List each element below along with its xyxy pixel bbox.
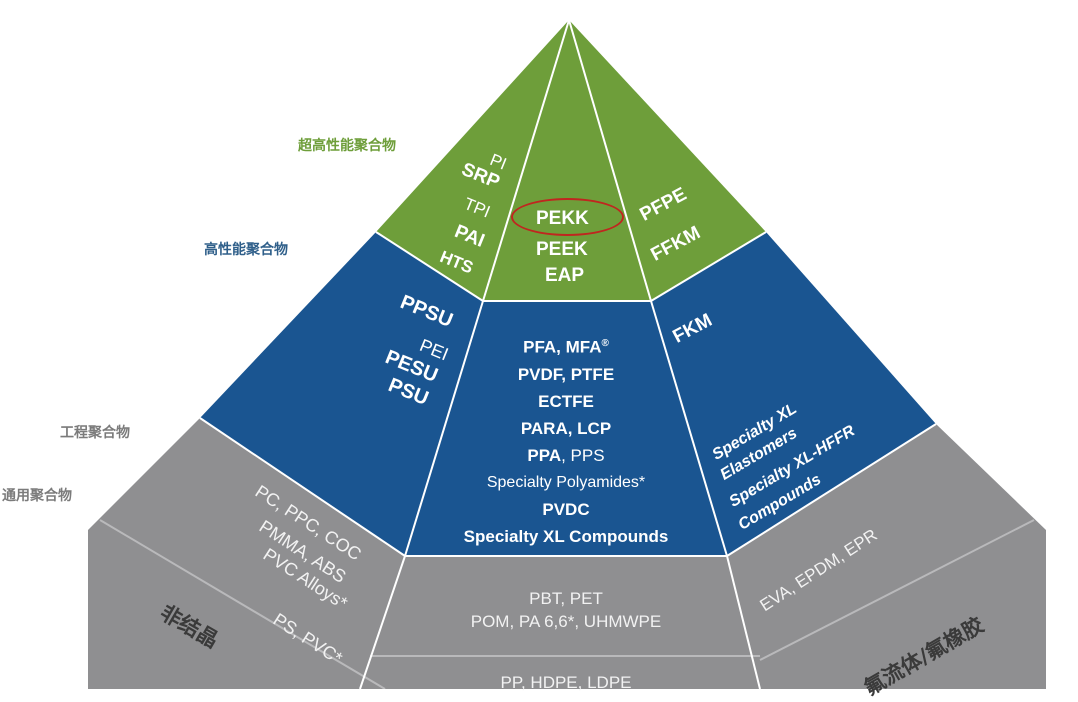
polymer-ectfe: ECTFE: [538, 391, 594, 411]
pekk-highlight-ellipse: [511, 198, 624, 236]
polymer-pvdc: PVDC: [542, 499, 590, 519]
blue-center-list: PFA, MFA® PVDF, PTFE ECTFE PARA, LCP PPA…: [415, 330, 717, 550]
polymer-specialty-xl-compounds: Specialty XL Compounds: [463, 526, 669, 546]
tier-label-ultra: 超高性能聚合物: [298, 138, 396, 154]
tier-label-general: 通用聚合物: [2, 488, 72, 504]
polymer-ppa-pps: PPA, PPS: [527, 445, 605, 465]
polymer-para-lcp: PARA, LCP: [520, 418, 612, 438]
green-tier-right: [569, 20, 766, 301]
green-tier-center: [483, 20, 651, 301]
polymer-peek: PEEK: [536, 239, 588, 260]
blue-tier-center: [405, 301, 727, 556]
blue-tier-right: [651, 232, 936, 556]
tier-label-high: 高性能聚合物: [204, 242, 288, 258]
green-tier-left: [376, 20, 569, 301]
grey-center-line3: PP, HDPE, LDPE: [500, 673, 632, 692]
blue-tier-left: [200, 232, 483, 556]
grey-center-line2: POM, PA 6,6*, UHMWPE: [470, 612, 662, 631]
polymer-specialty-polyamides: Specialty Polyamides*: [486, 473, 646, 491]
polymer-pfa-mfa: PFA, MFA®: [523, 337, 609, 357]
grey-center-line1: PBT, PET: [529, 589, 603, 608]
grey-tier-left: [88, 418, 405, 689]
grey-tier-right: [727, 424, 1046, 689]
polymer-pvdf-ptfe: PVDF, PTFE: [517, 364, 615, 384]
tier-label-engineering: 工程聚合物: [60, 425, 130, 441]
polymer-eap: EAP: [545, 265, 585, 286]
